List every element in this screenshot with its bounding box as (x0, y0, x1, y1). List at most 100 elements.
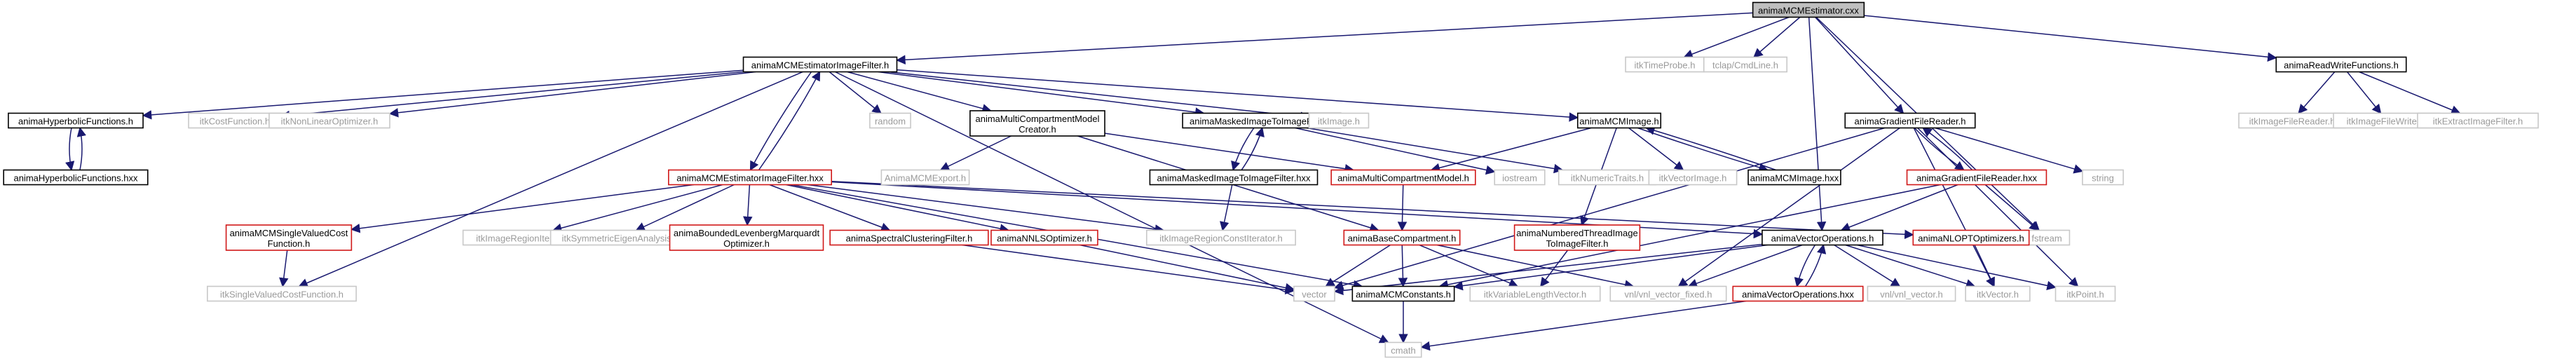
edge-filter-hxx-to-nnls (786, 184, 1010, 233)
node-box (669, 224, 824, 251)
node-label: animaMCMEstimatorImageFilter.h (751, 60, 890, 71)
node-box (1703, 56, 1788, 73)
edge-readwrite-to-filewriter (2346, 71, 2382, 114)
node-filter-hxx[interactable]: animaMCMEstimatorImageFilter.hxx (667, 169, 832, 186)
node-label: Creator.h (1018, 124, 1056, 135)
node-label: animaSpectralClusteringFilter.h (846, 233, 973, 244)
node-box (225, 224, 353, 251)
node-label: animaGradientFileReader.h (1855, 116, 1966, 127)
edge-vecops-h-to-itkpoint (1857, 244, 2057, 290)
node-label: animaMCMEstimatorImageFilter.hxx (676, 173, 824, 184)
node-label: fstream (2031, 233, 2062, 244)
node-box (1576, 112, 1662, 129)
node-filter-h[interactable]: animaMCMEstimatorImageFilter.h (742, 56, 898, 73)
node-box (1747, 169, 1841, 186)
node-label: itkVectorImage.h (1659, 173, 1727, 184)
node-root[interactable]: animaMCMEstimator.cxx (1752, 1, 1865, 18)
edge-vecops-h-to-vnl-fixed (1687, 244, 1803, 288)
edge-gradreader-hxx-to-vecops-h (1840, 184, 1958, 232)
node-varlenvec: itkVariableLengthVector.h (1469, 285, 1601, 302)
node-spectral[interactable]: animaSpectralClusteringFilter.h (829, 229, 989, 246)
node-vecimage: itkVectorImage.h (1648, 169, 1738, 186)
node-box (1844, 112, 1976, 129)
node-label: itkExtractImageFilter.h (2433, 116, 2523, 127)
node-hyp-hxx[interactable]: animaHyperbolicFunctions.hxx (3, 169, 149, 186)
edge-filter-h-to-costfn (280, 71, 744, 121)
node-label: iostream (1502, 173, 1537, 184)
edge-filter-hxx-to-symeigen (635, 184, 735, 231)
node-mcmimage-hxx[interactable]: animaMCMImage.hxx (1747, 169, 1841, 186)
node-box (2082, 169, 2124, 186)
node-vecops-hxx[interactable]: animaVectorOperations.hxx (1732, 285, 1864, 302)
edge-vecops-h-to-mcmconst (1453, 244, 1768, 291)
node-label: animaMaskedImageToImageFilter.h (1190, 116, 1334, 127)
edge-gradreader-hxx-to-gradreader-h (1922, 127, 1973, 171)
node-box (1384, 341, 1422, 358)
node-tclap: tclap/CmdLine.h (1703, 56, 1788, 73)
edge-filter-h-to-itkimage (888, 71, 1310, 121)
edge-filter-h-to-singlecost-itk (298, 71, 803, 287)
edge-root-to-gradreader-h (1815, 16, 1904, 114)
edge-spectral-to-vector (962, 244, 1295, 294)
node-vecops-h[interactable]: animaVectorOperations.h (1761, 229, 1883, 246)
node-gradreader-h[interactable]: animaGradientFileReader.h (1844, 112, 1976, 129)
edge-root-to-readwrite (1864, 15, 2277, 62)
node-nlopt[interactable]: animaNLOPTOptimizers.h (1912, 229, 2030, 246)
node-mcm-model[interactable]: animaMultiCompartmentModel.h (1330, 169, 1476, 186)
node-box (268, 112, 390, 129)
node-box (1330, 169, 1476, 186)
node-box (1343, 229, 1461, 246)
node-label: animaMCMImage.h (1579, 116, 1658, 127)
node-extractfilter: itkExtractImageFilter.h (2417, 112, 2539, 129)
node-filewriter: itkImageFileWriter.h (2333, 112, 2441, 129)
edge-vecops-hxx-to-cmath (1420, 300, 1747, 351)
edge-nlopt-to-itkvector (1974, 245, 1995, 287)
node-label: Optimizer.h (723, 238, 770, 249)
edge-masked-h-to-numtraits (1306, 127, 1564, 174)
node-label: animaBaseCompartment.h (1348, 233, 1457, 244)
node-box (829, 229, 989, 246)
node-basecomp[interactable]: animaBaseCompartment.h (1343, 229, 1461, 246)
node-label: itkVector.h (1977, 290, 2019, 300)
node-readwrite[interactable]: animaReadWriteFunctions.h (2275, 56, 2407, 73)
node-box (2417, 112, 2539, 129)
node-label: animaHyperbolicFunctions.h (18, 116, 133, 127)
node-box (1308, 112, 1370, 129)
node-mcmconst[interactable]: animaMCMConstants.h (1351, 285, 1455, 302)
node-box (880, 169, 970, 186)
node-box (1146, 229, 1296, 246)
node-bounded-lm[interactable]: animaBoundedLevenbergMarquardtOptimizer.… (669, 224, 824, 251)
node-label: animaMCMSingleValuedCost (230, 228, 348, 238)
node-mcmexport: AnimaMCMExport.h (880, 169, 970, 186)
edge-filter-hxx-to-singlecost-anima (350, 184, 694, 233)
node-cmath: cmath (1384, 341, 1422, 358)
node-masked-h[interactable]: animaMaskedImageToImageFilter.h (1182, 112, 1342, 129)
node-label: itkNumericTraits.h (1571, 173, 1644, 184)
node-label: animaMultiCompartmentModel.h (1337, 173, 1469, 184)
node-gradreader-hxx[interactable]: animaGradientFileReader.hxx (1906, 169, 2047, 186)
node-nnls[interactable]: animaNNLSOptimizer.h (990, 229, 1098, 246)
node-box (1494, 169, 1546, 186)
node-box (869, 112, 911, 129)
node-mcmimage-h[interactable]: animaMCMImage.h (1576, 112, 1662, 129)
edge-filter-h-to-filter-hxx (749, 71, 812, 171)
node-label: tclap/CmdLine.h (1712, 60, 1778, 71)
node-costfn: itkCostFunction.h (188, 112, 282, 129)
edge-vecops-h-to-vecops-hxx (1794, 245, 1816, 287)
edge-vecops-hxx-to-vecops-h (1804, 244, 1827, 287)
node-label: animaReadWriteFunctions.h (2284, 60, 2399, 71)
edge-masked-hxx-to-regionconstiter (1220, 184, 1233, 231)
node-label: itkImageRegionConstIterator.h (1159, 233, 1283, 244)
edge-filter-h-to-mcm-creator (847, 71, 992, 114)
node-vnl-fixed: vnl/vnl_vector_fixed.h (1609, 285, 1727, 302)
node-fstream: fstream (2023, 229, 2071, 246)
node-box (1513, 224, 1641, 251)
node-hyp-h[interactable]: animaHyperbolicFunctions.h (8, 112, 144, 129)
edge-filter-h-to-mcmimage-h (897, 69, 1579, 122)
edge-basecomp-to-vector (1325, 244, 1391, 287)
node-masked-hxx[interactable]: animaMaskedImageToImageFilter.hxx (1149, 169, 1318, 186)
edge-nnls-to-vector (1079, 244, 1295, 293)
